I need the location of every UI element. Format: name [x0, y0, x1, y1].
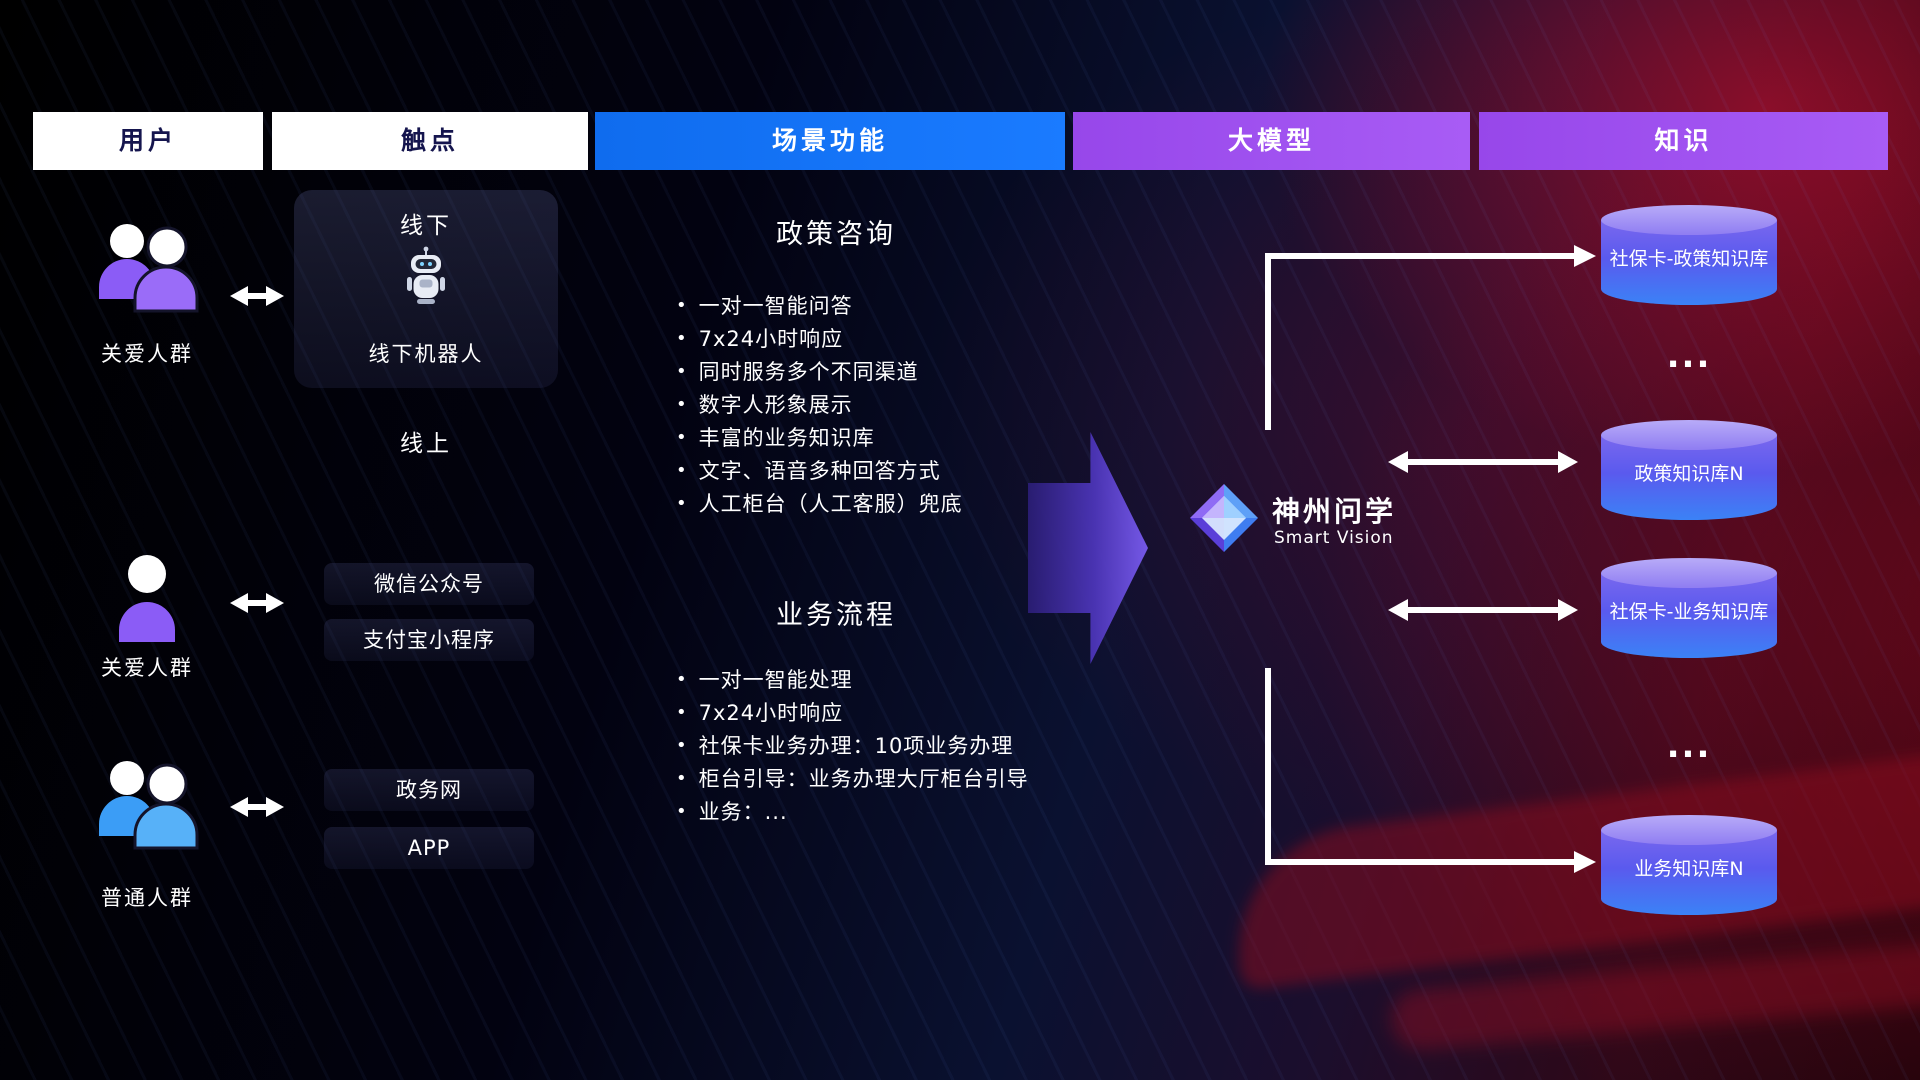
scene-title-policy-consult: 政策咨询 — [776, 219, 896, 250]
cylinder-cap — [1601, 815, 1777, 845]
bullet-item: 7x24小时响应 — [676, 697, 1029, 730]
knowledge-db-label: 社保卡-政策知识库 — [1609, 248, 1769, 271]
channel-gov-web: 政务网 — [324, 769, 534, 811]
bullet-item: 丰富的业务知识库 — [676, 422, 963, 455]
user-group-blue-icon — [85, 752, 211, 868]
business-bullet-list: 一对一智能处理 7x24小时响应 社保卡业务办理：10项业务办理 柜台引导：业务… — [676, 664, 1029, 829]
channel-wechat: 微信公众号 — [324, 563, 534, 605]
knowledge-ellipsis-1: ... — [1666, 336, 1712, 376]
column-header-users: 用户 — [33, 112, 263, 170]
knowledge-db-label: 政策知识库N — [1634, 463, 1744, 486]
bullet-item: 社保卡业务办理：10项业务办理 — [676, 730, 1029, 763]
policy-bullet-list: 一对一智能问答 7x24小时响应 同时服务多个不同渠道 数字人形象展示 丰富的业… — [676, 290, 963, 521]
bullet-item: 文字、语音多种回答方式 — [676, 455, 963, 488]
bullet-item: 7x24小时响应 — [676, 323, 963, 356]
bullet-item: 同时服务多个不同渠道 — [676, 356, 963, 389]
online-title: 线上 — [400, 431, 452, 457]
column-header-touchpoints: 触点 — [272, 112, 588, 170]
knowledge-db-label: 社保卡-业务知识库 — [1609, 601, 1769, 624]
knowledge-db-social-business: 社保卡-业务知识库 — [1601, 558, 1777, 658]
scene-title-business-process: 业务流程 — [776, 600, 896, 631]
column-header-knowledge: 知识 — [1479, 112, 1888, 170]
offline-title: 线下 — [400, 213, 452, 239]
column-header-large-model: 大模型 — [1073, 112, 1470, 170]
offline-touchpoint-panel: 线下 线下机器人 — [294, 190, 558, 388]
bullet-item: 柜台引导：业务办理大厅柜台引导 — [676, 763, 1029, 796]
model-name: 神州问学 — [1272, 495, 1397, 528]
user-person-purple-icon — [112, 550, 182, 650]
bullet-item: 人工柜台（人工客服）兜底 — [676, 488, 963, 521]
channel-alipay: 支付宝小程序 — [324, 619, 534, 661]
knowledge-db-label: 业务知识库N — [1634, 858, 1744, 881]
knowledge-db-policy-n: 政策知识库N — [1601, 420, 1777, 520]
bullet-item: 一对一智能处理 — [676, 664, 1029, 697]
knowledge-db-business-n: 业务知识库N — [1601, 815, 1777, 915]
robot-icon — [403, 246, 449, 310]
smart-vision-logo-icon — [1188, 482, 1260, 558]
user-label-general-group: 普通人群 — [101, 886, 193, 910]
user-label-care-group-2: 关爱人群 — [101, 656, 193, 680]
model-subtitle: Smart Vision — [1274, 528, 1394, 548]
knowledge-ellipsis-2: ... — [1666, 726, 1712, 766]
offline-robot-label: 线下机器人 — [368, 342, 484, 366]
column-header-scene-functions: 场景功能 — [595, 112, 1065, 170]
bullet-item: 数字人形象展示 — [676, 389, 963, 422]
bullet-item: 业务：... — [676, 796, 1029, 829]
bullet-item: 一对一智能问答 — [676, 290, 963, 323]
cylinder-cap — [1601, 558, 1777, 588]
user-group-purple-icon — [85, 215, 211, 331]
cylinder-cap — [1601, 205, 1777, 235]
cylinder-cap — [1601, 420, 1777, 450]
channel-app: APP — [324, 827, 534, 869]
user-label-care-group-1: 关爱人群 — [101, 342, 193, 366]
knowledge-db-social-policy: 社保卡-政策知识库 — [1601, 205, 1777, 305]
